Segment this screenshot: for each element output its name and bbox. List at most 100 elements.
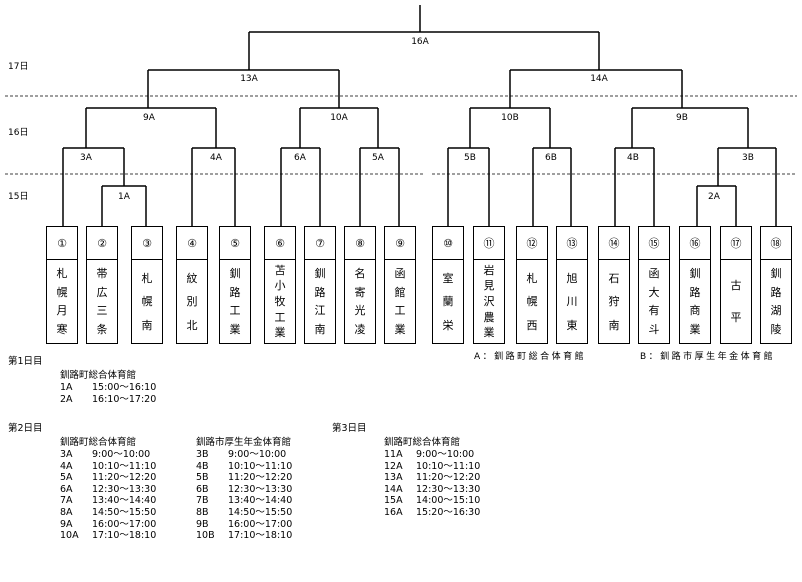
schedule-time: 9:00〜10:00 xyxy=(416,449,475,460)
team-name-char: 帯 xyxy=(96,266,108,280)
team-name-char: 陵 xyxy=(770,323,782,337)
team-name-char: 見 xyxy=(483,279,495,293)
schedule-time: 15:20〜16:30 xyxy=(416,506,481,518)
match-labels: 16A 13A 14A 9A 10A 10B 9B 3A 4A 6A 5A 5B… xyxy=(80,37,754,202)
team-name-char: 光 xyxy=(354,304,366,318)
team-name: 紋別北 xyxy=(177,260,207,343)
schedule-time: 11:20〜12:20 xyxy=(228,472,293,484)
team-name: 釧路工業 xyxy=(220,260,250,343)
schedule-time: 13:40〜14:40 xyxy=(92,495,157,507)
schedule-time: 16:10〜17:20 xyxy=(92,393,157,405)
schedule-row: 2A 16:10〜17:20 xyxy=(60,394,156,406)
team-name-char: 小 xyxy=(274,279,286,293)
team-name-char: 三 xyxy=(96,304,108,318)
day-label-17: 17日 xyxy=(8,61,28,72)
team-name-char: 広 xyxy=(96,285,108,299)
team-name-char: 石 xyxy=(608,271,620,285)
team-name: 岩見沢農業 xyxy=(474,260,504,343)
team-name: 函館工業 xyxy=(385,260,415,343)
team-number: ⑥ xyxy=(265,227,295,260)
schedule-match-code: 10B xyxy=(196,530,215,542)
team-name-char: 大 xyxy=(648,285,660,299)
team-number: ⑬ xyxy=(557,227,587,260)
match-label-10A: 10A xyxy=(330,113,348,123)
team-name-char: 業 xyxy=(689,323,701,337)
schedule-match-code: 5B xyxy=(196,472,209,484)
bracket-lines xyxy=(62,5,777,226)
team-name-char: 有 xyxy=(648,304,660,318)
team-name-char: 江 xyxy=(314,304,326,318)
team-name-char: 幌 xyxy=(526,295,538,308)
match-label-5A: 5A xyxy=(372,153,385,163)
schedule-match-code: 16A xyxy=(384,506,403,518)
team-name-char: 南 xyxy=(608,318,620,332)
team-name-char: 工 xyxy=(274,310,286,324)
team-name: 旭川東 xyxy=(557,260,587,343)
schedule-match-code: 5A xyxy=(60,472,73,484)
team-name-char: 幌 xyxy=(56,285,68,299)
team-name: 名寄光凌 xyxy=(345,260,375,343)
schedule-time: 9:00〜10:00 xyxy=(92,449,151,460)
schedule-day3-title: 第3日目 xyxy=(332,423,367,434)
tournament-bracket: 17日 16日 15日 xyxy=(5,5,797,226)
schedule-match-code: 15A xyxy=(384,495,403,507)
team-number: ⑤ xyxy=(220,227,250,260)
schedule-row: 10B 17:10〜18:10 xyxy=(196,530,292,542)
team-name: 釧路商業 xyxy=(680,260,710,343)
schedule-time: 10:10〜11:10 xyxy=(92,460,157,472)
team-name-char: 狩 xyxy=(608,295,620,308)
team-name-char: 釧 xyxy=(770,266,782,280)
team-name-char: 室 xyxy=(442,271,454,285)
schedule-match-code: 10A xyxy=(60,530,79,542)
team-name: 釧路江南 xyxy=(305,260,335,343)
team-number: ④ xyxy=(177,227,207,260)
schedule-time: 16:00〜17:00 xyxy=(228,518,293,530)
team-number: ⑩ xyxy=(433,227,463,260)
team-name-char: 古 xyxy=(730,279,742,293)
schedule-time: 11:20〜12:20 xyxy=(92,472,157,484)
team-name-char: 湖 xyxy=(770,304,782,318)
team-name-char: 寄 xyxy=(354,285,366,299)
team-name-char: 栄 xyxy=(442,318,454,332)
schedule-time: 13:40〜14:40 xyxy=(228,495,293,507)
team-name-char: 南 xyxy=(141,318,153,332)
schedule-time: 17:10〜18:10 xyxy=(228,530,293,542)
team-name-char: 業 xyxy=(394,323,406,337)
match-label-3A: 3A xyxy=(80,153,93,163)
team-name-char: 条 xyxy=(96,323,108,337)
team-name-char: 業 xyxy=(274,326,286,340)
team-number: ⑪ xyxy=(474,227,504,260)
team-name-char: 西 xyxy=(526,318,538,332)
schedule-time: 16:00〜17:00 xyxy=(92,518,157,530)
team-name-char: 札 xyxy=(141,271,153,285)
team-number: ③ xyxy=(132,227,162,260)
team-name-char: 苫 xyxy=(274,263,286,277)
schedule-match-code: 14A xyxy=(384,483,403,495)
schedule-match-code: 6A xyxy=(60,483,73,495)
schedule-time: 11:20〜12:20 xyxy=(416,472,481,484)
schedule-match-code: 2A xyxy=(60,393,73,405)
team-name-char: 名 xyxy=(354,266,366,280)
match-label-16A: 16A xyxy=(411,37,429,47)
match-label-2A: 2A xyxy=(708,192,721,202)
team-number: ① xyxy=(47,227,77,260)
